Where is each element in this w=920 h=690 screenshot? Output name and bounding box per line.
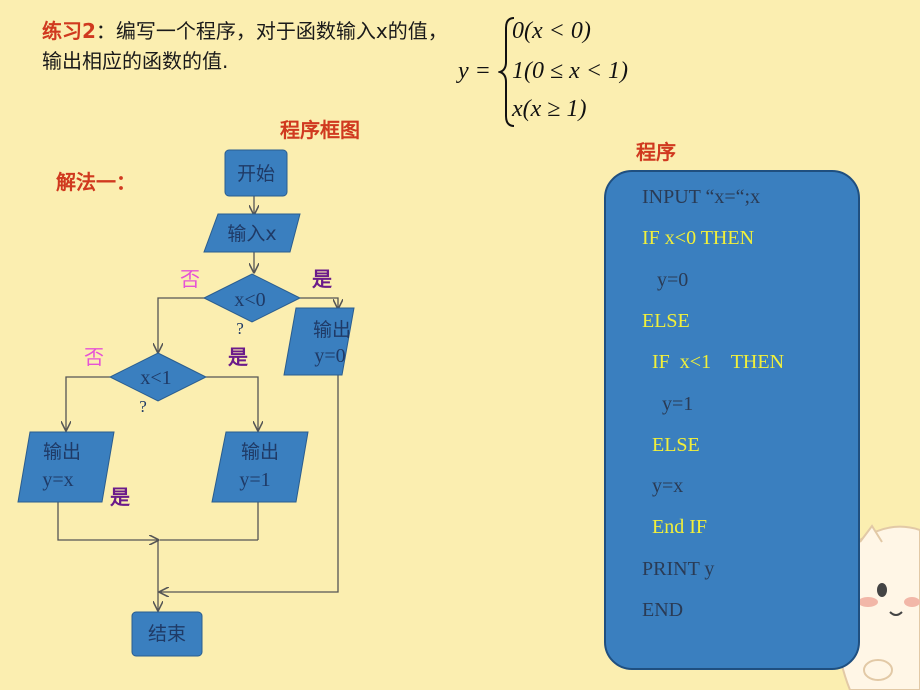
cond2-question: ? (139, 397, 147, 416)
condition-x-lt-0 (202, 273, 302, 323)
code-line: ELSE (642, 309, 690, 332)
code-line: INPUT “x=“;x (642, 186, 761, 208)
flowchart-title: 程序框图 (280, 118, 360, 142)
code-line: ELSE (642, 433, 700, 456)
output-y1-label2: y=1 (239, 469, 270, 491)
output-y1-label1: 输出 (241, 441, 279, 463)
cond2-label: x<1 (140, 367, 171, 389)
input-box (203, 213, 301, 253)
input-label: 输入x (227, 223, 276, 245)
cond1-label: x<0 (234, 289, 265, 311)
code-line: y=0 (642, 268, 689, 291)
code-line: y=x (642, 475, 684, 498)
problem-text-line1: ：编写一个程序，对于函数输入x的值， (95, 19, 448, 43)
outx-yes-label: 是 (109, 485, 130, 509)
code-line: END (642, 599, 684, 621)
output-y0-box (283, 307, 355, 376)
start-box (224, 149, 288, 197)
method-label: 解法一： (56, 170, 136, 194)
end-box (131, 611, 203, 657)
formula-lhs: y = (458, 58, 491, 84)
code-line: PRINT y (642, 557, 715, 580)
condition-x-lt-1 (108, 352, 208, 402)
start-label: 开始 (237, 163, 275, 185)
formula-brace (498, 17, 515, 127)
problem-text-line2: 输出相应的函数的值. (42, 49, 229, 73)
output-y0-label2: y=0 (314, 345, 345, 367)
cond1-no-label: 否 (180, 267, 200, 291)
output-y1-box (211, 431, 309, 503)
cond2-yes-label: 是 (227, 345, 248, 369)
cond1-yes-label: 是 (311, 267, 332, 291)
cond1-question: ? (236, 319, 244, 338)
formula-case-1: 0(x < 0) (512, 18, 591, 44)
code-line: End IF (642, 516, 707, 539)
code-line: y=1 (642, 392, 694, 415)
formula-case-2: 1(0 ≤ x < 1) (512, 58, 629, 84)
problem-label: 练习2 (42, 19, 96, 43)
output-yx-label2: y=x (42, 469, 73, 491)
output-yx-box (17, 431, 115, 503)
cond2-no-label: 否 (84, 345, 104, 369)
output-yx-label1: 输出 (43, 441, 81, 463)
code-line: IF x<1 THEN (642, 351, 785, 374)
formula-case-3: x(x ≥ 1) (512, 96, 587, 122)
problem-statement: 练习2：编写一个程序，对于函数输入x的值， 输出相应的函数的值. (42, 16, 448, 76)
output-y0-label1: 输出 (313, 319, 351, 341)
program-title: 程序 (636, 140, 676, 164)
code-line: IF x<0 THEN (642, 227, 755, 250)
flowchart: 开始 输入x x<0 ? 否 是 输出 y=0 x<1 ? 否 是 输出 y=x… (17, 149, 355, 657)
end-label: 结束 (148, 623, 186, 645)
